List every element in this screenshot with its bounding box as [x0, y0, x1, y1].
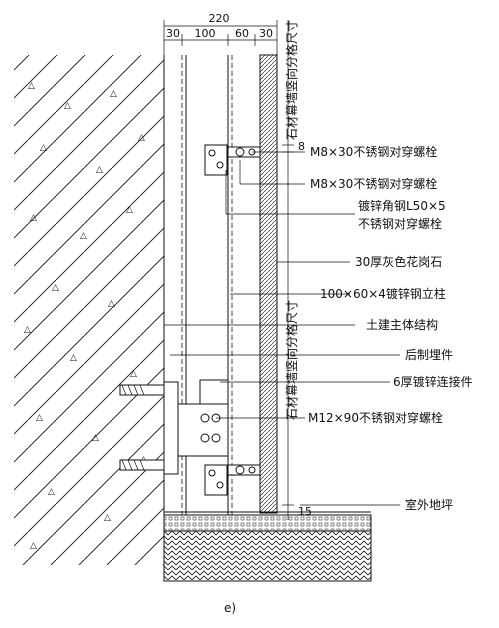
vertical-dimension: 8 15 石材幕墙竖向分格尺寸 石材幕墙竖向分格尺寸 [282, 20, 312, 520]
callout-labels: M8×30不锈钢对穿螺栓 M8×30不锈钢对穿螺栓 镀锌角钢L50×5 不锈钢对… [308, 144, 473, 512]
top-bracket [204, 144, 261, 176]
vertical-label-upper: 石材幕墙竖向分格尺寸 [284, 20, 299, 140]
svg-text:△: △ [40, 143, 47, 153]
label-stainless-bolt: 不锈钢对穿螺栓 [358, 216, 442, 231]
svg-text:△: △ [104, 513, 111, 523]
connection-plate [177, 379, 229, 457]
granite-panel [259, 54, 278, 514]
figure-caption: e) [224, 601, 236, 615]
svg-text:△: △ [108, 299, 115, 309]
svg-text:△: △ [130, 369, 137, 379]
label-outdoor-ground: 室外地坪 [405, 497, 453, 512]
svg-text:△: △ [138, 133, 145, 143]
embedded-part [119, 381, 179, 475]
label-bolt-m12: M12×90不锈钢对穿螺栓 [308, 410, 443, 425]
concrete-wall: △△△ △△△ △△△ △△△ △△△ △△△ △△ [14, 55, 165, 565]
svg-text:△: △ [96, 165, 103, 175]
dim-segment-3: 60 [235, 27, 249, 40]
label-main-structure: 土建主体结构 [366, 317, 438, 332]
svg-text:△: △ [126, 205, 133, 215]
label-bolt-m8-1: M8×30不锈钢对穿螺栓 [310, 144, 437, 159]
svg-text:△: △ [70, 353, 77, 363]
label-bolt-m8-2: M8×30不锈钢对穿螺栓 [310, 176, 437, 191]
svg-text:△: △ [92, 433, 99, 443]
dim-small-8: 8 [298, 140, 305, 153]
svg-text:△: △ [24, 325, 31, 335]
label-post-embedded: 后制埋件 [405, 348, 453, 362]
label-steel-column: 100×60×4镀锌钢立柱 [320, 286, 446, 301]
top-dimension: 220 30 100 60 30 [163, 12, 278, 55]
svg-text:△: △ [52, 283, 59, 293]
svg-text:△: △ [64, 101, 71, 111]
bottom-bracket [204, 464, 261, 496]
vertical-label-lower: 石材幕墙竖向分格尺寸 [284, 300, 299, 420]
label-connector: 6厚镀锌连接件 [393, 374, 473, 389]
label-angle-steel: 镀锌角钢L50×5 [358, 199, 446, 213]
dim-segment-2: 100 [195, 27, 216, 40]
svg-text:△: △ [80, 231, 87, 241]
svg-text:△: △ [48, 487, 55, 497]
svg-text:△: △ [36, 413, 43, 423]
label-granite: 30厚灰色花岗石 [355, 254, 442, 269]
svg-text:△: △ [30, 213, 37, 223]
ground [163, 511, 372, 582]
svg-text:△: △ [28, 81, 35, 91]
svg-text:△: △ [30, 541, 37, 551]
dim-total: 220 [209, 12, 230, 25]
svg-text:△: △ [110, 89, 117, 99]
dim-segment-1: 30 [166, 27, 180, 40]
leader-lines [164, 151, 400, 506]
dim-segment-4: 30 [259, 27, 273, 40]
